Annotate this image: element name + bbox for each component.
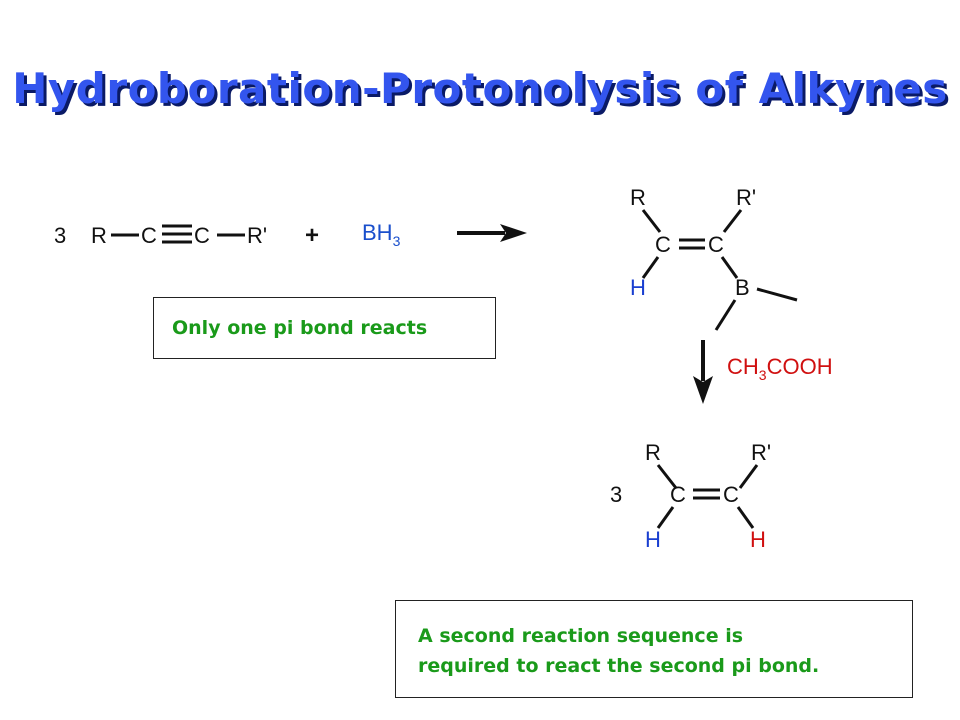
intermediate-c1: C bbox=[655, 232, 671, 257]
intermediate-r: R bbox=[630, 185, 646, 210]
reactant-c1: C bbox=[141, 223, 157, 248]
product-h-right: H bbox=[750, 527, 766, 552]
reactant-r-prime: R' bbox=[247, 223, 267, 248]
product-c1: C bbox=[670, 482, 686, 507]
pi-bond-note: Only one pi bond reacts bbox=[153, 297, 496, 359]
product-h-left: H bbox=[645, 527, 661, 552]
slide-title: Hydroboration-Protonolysis of Alkynes bbox=[12, 64, 948, 113]
boron-bond bbox=[714, 299, 737, 331]
reactant-c2: C bbox=[194, 223, 210, 248]
product-coefficient: 3 bbox=[610, 482, 622, 507]
acetic-acid-reagent: CH3COOH bbox=[727, 354, 833, 383]
vinylborane-intermediate: R R' C C H B bbox=[630, 185, 798, 331]
alkyne-reactant: 3 R C C R' bbox=[54, 223, 267, 248]
plus-sign: + bbox=[305, 222, 319, 249]
second-sequence-line-2: required to react the second pi bond. bbox=[418, 655, 820, 677]
double-bond bbox=[693, 488, 720, 500]
reactant-r: R bbox=[91, 223, 107, 248]
reactant-coefficient: 3 bbox=[54, 223, 66, 248]
pi-bond-note-text: Only one pi bond reacts bbox=[172, 317, 428, 339]
intermediate-r-prime: R' bbox=[736, 185, 756, 210]
reaction-arrow-right bbox=[457, 224, 527, 242]
intermediate-b: B bbox=[735, 275, 750, 300]
alkene-product: R R' 3 C C H H bbox=[610, 440, 771, 552]
intermediate-h: H bbox=[630, 275, 646, 300]
double-bond bbox=[679, 238, 705, 250]
second-sequence-line-1: A second reaction sequence is bbox=[418, 625, 744, 647]
product-r-prime: R' bbox=[751, 440, 771, 465]
triple-bond bbox=[162, 224, 192, 244]
product-r: R bbox=[645, 440, 661, 465]
product-c2: C bbox=[723, 482, 739, 507]
borane-reagent: BH3 bbox=[362, 220, 401, 249]
second-sequence-note: A second reaction sequence is required t… bbox=[395, 600, 913, 698]
boron-bond bbox=[756, 287, 798, 302]
intermediate-c2: C bbox=[708, 232, 724, 257]
reaction-arrow-down bbox=[693, 340, 713, 404]
